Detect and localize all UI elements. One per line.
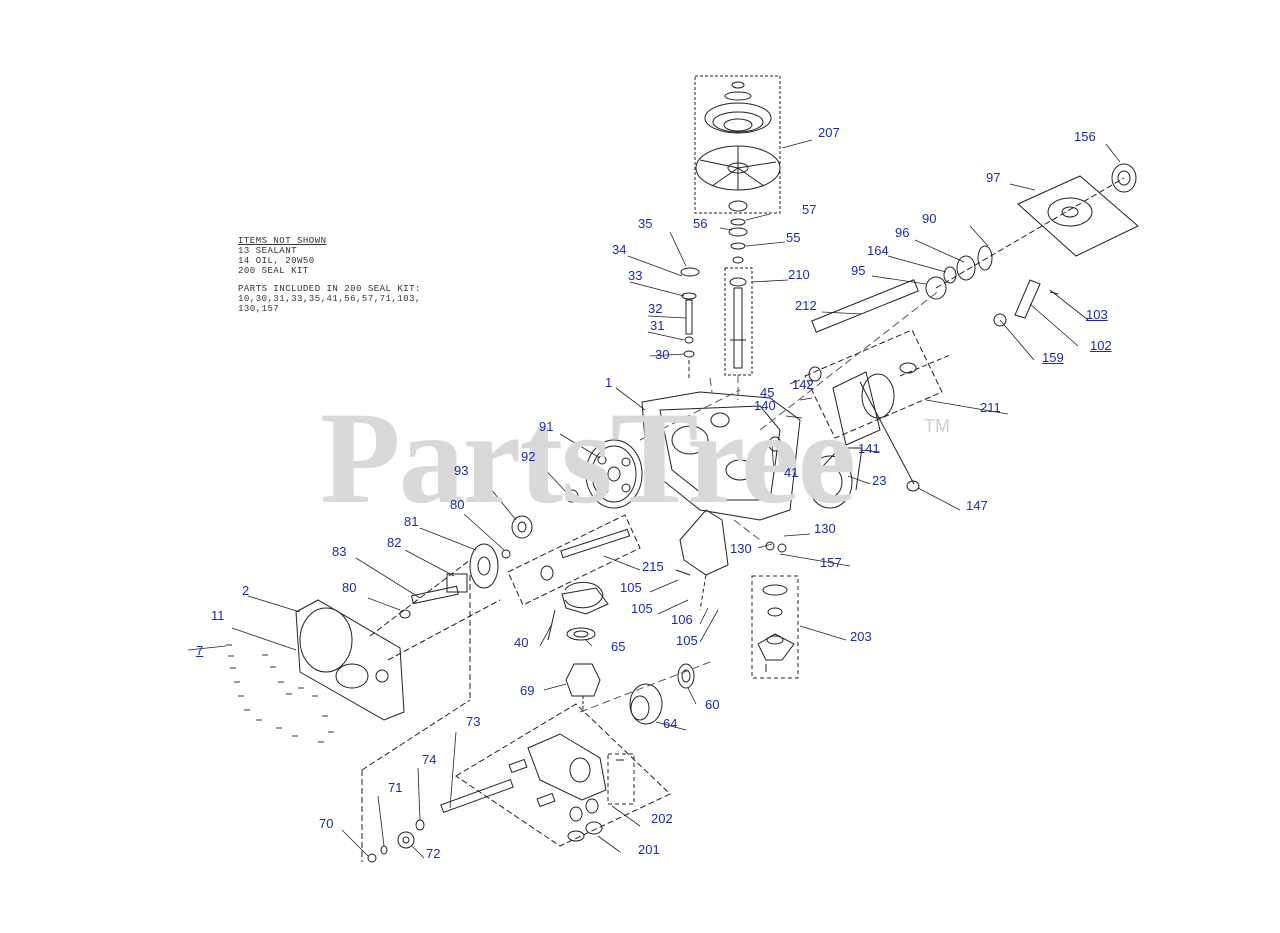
callout-106[interactable]: 106 — [671, 612, 693, 627]
callout-97[interactable]: 97 — [986, 170, 1001, 185]
shaft-assembly — [507, 514, 641, 641]
input-shaft-group — [361, 575, 514, 863]
side-cover — [295, 559, 501, 721]
callout-69[interactable]: 69 — [520, 683, 535, 698]
callout-105-c[interactable]: 105 — [676, 633, 698, 648]
axle-bearing-group — [808, 163, 1139, 382]
kit-parts-line: 10,30,31,33,35,41,56,57,71,103, — [238, 294, 421, 304]
callout-2[interactable]: 2 — [242, 583, 250, 598]
callout-70[interactable]: 70 — [319, 816, 334, 831]
main-housing — [641, 391, 801, 521]
bracket-106 — [675, 509, 729, 611]
notes-item: 200 SEAL KIT — [238, 266, 309, 276]
callout-56[interactable]: 56 — [693, 216, 708, 231]
callout-65[interactable]: 65 — [611, 639, 626, 654]
callout-73[interactable]: 73 — [466, 714, 481, 729]
kit-203 — [751, 541, 799, 679]
callout-55[interactable]: 55 — [786, 230, 801, 245]
callout-164[interactable]: 164 — [867, 243, 889, 258]
notes-heading: ITEMS NOT SHOWN — [238, 236, 327, 246]
callout-130-right[interactable]: 130 — [814, 521, 836, 536]
callout-30[interactable]: 30 — [655, 347, 670, 362]
callout-157[interactable]: 157 — [820, 555, 842, 570]
leader-lines — [187, 139, 1121, 859]
large-gear — [585, 439, 643, 509]
callout-72[interactable]: 72 — [426, 846, 441, 861]
callout-80-lower[interactable]: 80 — [342, 580, 357, 595]
callout-35[interactable]: 35 — [638, 216, 653, 231]
seal-stack — [724, 218, 753, 376]
washer-92 — [565, 489, 579, 503]
callout-91[interactable]: 91 — [539, 419, 554, 434]
callout-1[interactable]: 1 — [605, 375, 613, 390]
callout-11[interactable]: 11 — [211, 608, 225, 623]
pump-block-group — [629, 663, 695, 725]
callout-93[interactable]: 93 — [454, 463, 469, 478]
callout-210[interactable]: 210 — [788, 267, 810, 282]
callout-156[interactable]: 156 — [1074, 129, 1096, 144]
callout-57[interactable]: 57 — [802, 202, 817, 217]
callout-82[interactable]: 82 — [387, 535, 402, 550]
gear-bearing-group — [399, 515, 533, 619]
kit-parts-line: 130,157 — [238, 304, 280, 314]
bolt-set — [226, 644, 334, 743]
callout-34[interactable]: 34 — [612, 242, 627, 257]
callout-33[interactable]: 33 — [628, 268, 643, 283]
callout-41[interactable]: 41 — [784, 465, 799, 480]
callout-45[interactable]: 45 — [760, 385, 775, 400]
callout-141[interactable]: 141 — [858, 441, 880, 456]
cylinder-block-69 — [565, 663, 601, 712]
callout-105-a[interactable]: 105 — [620, 580, 642, 595]
alignment-lines — [579, 289, 941, 713]
callout-92[interactable]: 92 — [521, 449, 536, 464]
callout-215[interactable]: 215 — [642, 559, 664, 574]
callout-31[interactable]: 31 — [650, 318, 665, 333]
callout-74[interactable]: 74 — [422, 752, 437, 767]
callout-147[interactable]: 147 — [966, 498, 988, 513]
kit-parts-line: PARTS INCLUDED IN 200 SEAL KIT: — [238, 284, 421, 294]
callout-81[interactable]: 81 — [404, 514, 419, 529]
callout-142[interactable]: 142 — [792, 377, 814, 392]
callout-64[interactable]: 64 — [663, 716, 678, 731]
callout-32[interactable]: 32 — [648, 301, 663, 316]
callout-60[interactable]: 60 — [705, 697, 720, 712]
cover-plate — [804, 329, 951, 492]
callout-105-b[interactable]: 105 — [631, 601, 653, 616]
swashplate-group — [561, 587, 609, 641]
callout-159[interactable]: 159 — [1042, 350, 1064, 365]
pulley-fan-assembly — [694, 75, 781, 214]
callout-202[interactable]: 202 — [651, 811, 673, 826]
callout-207[interactable]: 207 — [818, 125, 840, 140]
control-shaft-parts — [680, 267, 700, 378]
callout-103[interactable]: 103 — [1086, 307, 1108, 322]
callout-140[interactable]: 140 — [754, 398, 776, 413]
center-section — [455, 703, 671, 847]
callout-83[interactable]: 83 — [332, 544, 347, 559]
callout-90[interactable]: 90 — [922, 211, 937, 226]
cylinder-block — [807, 447, 863, 509]
trademark-mark: TM — [924, 416, 950, 436]
notes-item: 13 SEALANT — [238, 246, 298, 256]
callout-7[interactable]: 7 — [196, 643, 204, 658]
callout-201[interactable]: 201 — [638, 842, 660, 857]
callout-102[interactable]: 102 — [1090, 338, 1112, 353]
callout-80-upper[interactable]: 80 — [450, 497, 465, 512]
callout-71[interactable]: 71 — [388, 780, 403, 795]
callout-130-left[interactable]: 130 — [730, 541, 752, 556]
callout-203[interactable]: 203 — [850, 629, 872, 644]
callout-95[interactable]: 95 — [851, 263, 866, 278]
notes-item: 14 OIL, 20W50 — [238, 256, 315, 266]
callout-96[interactable]: 96 — [895, 225, 910, 240]
callout-23[interactable]: 23 — [872, 473, 887, 488]
callout-211[interactable]: 211 — [980, 400, 1001, 415]
callout-40[interactable]: 40 — [514, 635, 529, 650]
items-not-shown-notes: ITEMS NOT SHOWN 13 SEALANT 14 OIL, 20W50… — [238, 236, 421, 314]
callout-212[interactable]: 212 — [795, 298, 817, 313]
